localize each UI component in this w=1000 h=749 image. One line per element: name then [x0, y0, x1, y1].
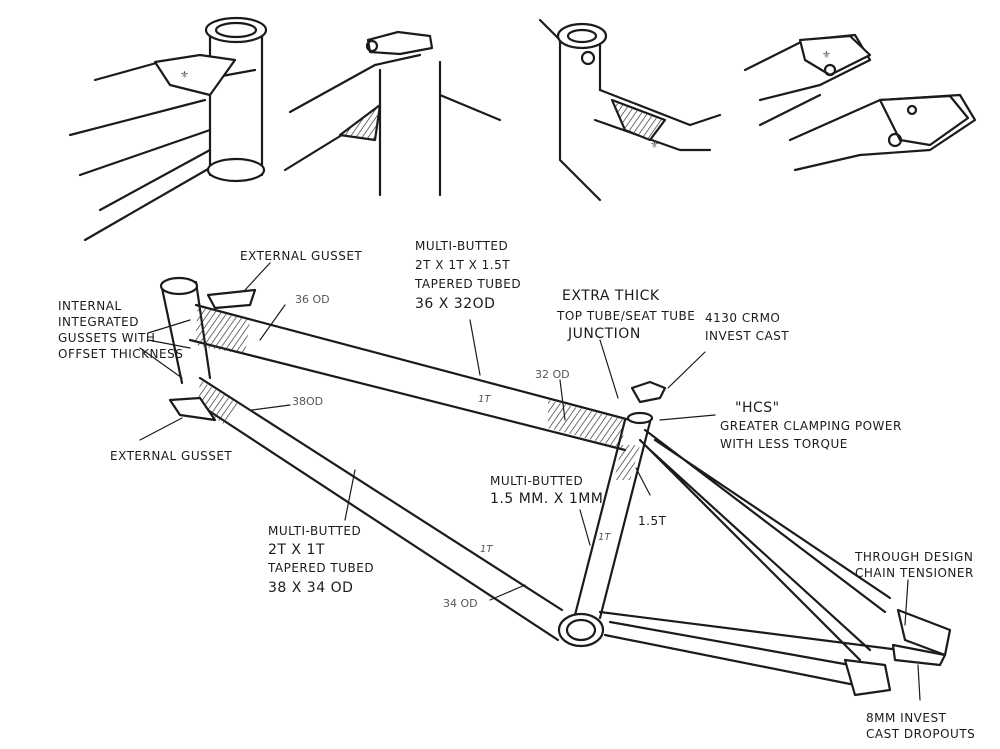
label-hcs-1: "HCS": [735, 400, 780, 416]
down-tube: [198, 376, 564, 642]
detail-seat-clamp-rear: ⚜: [538, 18, 722, 202]
external-gusset-top-piece: [206, 288, 257, 310]
label-tt-mark: 1T: [478, 394, 491, 405]
bottom-bracket: [557, 612, 605, 648]
label-st-spec-1: Multi-butted: [490, 474, 583, 488]
chain-stays: [598, 610, 902, 692]
label-external-gusset-top: External gusset: [240, 249, 362, 263]
seat-clamp: [630, 380, 667, 404]
svg-text:⚜: ⚜: [822, 50, 831, 61]
top-tube: [188, 303, 632, 452]
label-dt-od-front: 38OD: [292, 395, 323, 408]
label-hcs-3: with less torque: [720, 437, 848, 451]
seat-tube: [573, 418, 652, 620]
svg-text:⚜: ⚜: [650, 140, 659, 151]
label-internal-1: Internal: [58, 299, 122, 313]
label-junction-2: Top tube/seat tube: [556, 309, 695, 323]
label-tt-spec-4: 36 x 32OD: [415, 296, 495, 312]
seat-stays: [643, 428, 892, 614]
label-dt-spec-1: Multi-butted: [268, 524, 361, 538]
external-gusset-bottom-piece: [168, 396, 217, 422]
label-tensioner-1: Through design: [854, 550, 973, 564]
label-st-wall: 1.5T: [638, 514, 667, 528]
svg-text:⚜: ⚜: [180, 70, 189, 81]
label-dt-mark: 1T: [480, 544, 493, 555]
label-cast-1: 4130 CRMO: [705, 311, 780, 325]
detail-head-tube-gusset: ⚜: [68, 16, 268, 242]
annotations: External gusset Internal Integrated Guss…: [58, 239, 975, 741]
bike-frame: [159, 276, 952, 697]
label-junction-1: Extra thick: [562, 288, 660, 304]
detail-seat-clamp-front: [283, 30, 502, 197]
label-cast-2: Invest cast: [705, 329, 789, 343]
label-st-mark: 1T: [598, 532, 611, 543]
label-st-spec-2: 1.5 mm. x 1mm: [490, 491, 603, 507]
label-internal-4: Offset thickness: [58, 347, 183, 361]
label-tt-spec-1: Multi-butted: [415, 239, 508, 253]
label-tt-od-front: 36 OD: [295, 293, 330, 306]
rear-dropout: [843, 658, 892, 697]
label-dropouts-2: cast dropouts: [866, 727, 975, 741]
label-dropouts-1: 8mm Invest: [866, 711, 947, 725]
leaders: [139, 262, 921, 701]
label-tensioner-2: chain tensioner: [855, 566, 974, 580]
label-junction-3: Junction: [567, 326, 641, 342]
label-external-gusset-bottom: External gusset: [110, 449, 232, 463]
label-tt-spec-2: 2T x 1T x 1.5T: [415, 258, 510, 272]
label-hcs-2: Greater clamping power: [720, 419, 902, 433]
label-dt-spec-3: Tapered tubed: [267, 561, 374, 575]
label-dt-od-rear: 34 OD: [443, 597, 478, 610]
label-dt-spec-2: 2T x 1T: [268, 542, 325, 558]
detail-dropouts: ⚜: [743, 33, 977, 172]
label-dt-spec-4: 38 x 34 OD: [268, 580, 353, 596]
label-tt-od-rear: 32 OD: [535, 368, 570, 381]
label-internal-3: Gussets with: [58, 331, 155, 345]
label-tt-spec-3: Tapered tubed: [414, 277, 521, 291]
label-internal-2: Integrated: [58, 315, 139, 329]
